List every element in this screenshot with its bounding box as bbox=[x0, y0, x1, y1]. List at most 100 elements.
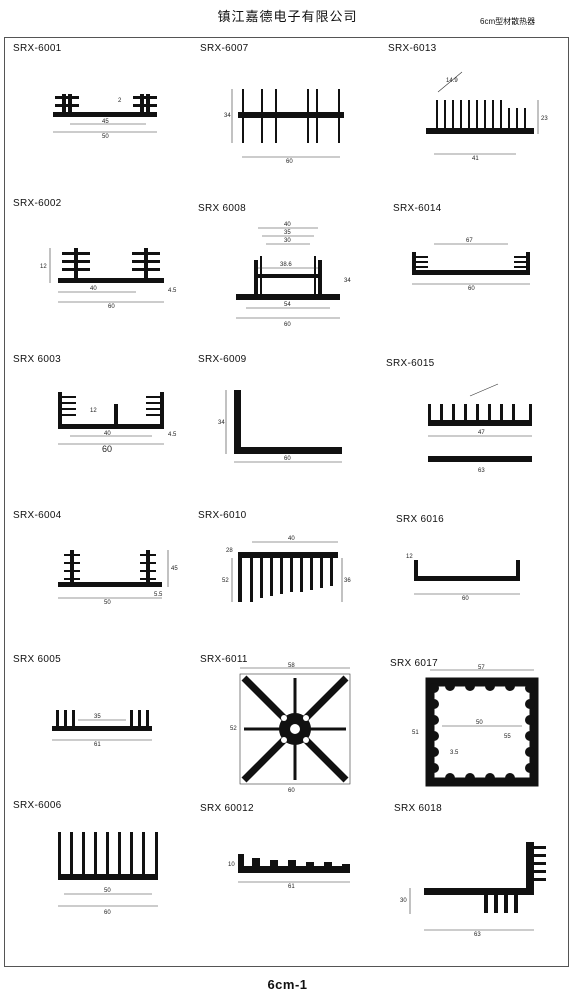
part-label-6016: SRX 6016 bbox=[396, 514, 444, 525]
dim-width: 61 bbox=[288, 884, 295, 890]
dim-fin-pitch: 14.9 bbox=[446, 78, 458, 84]
part-label-6014: SRX-6014 bbox=[393, 203, 442, 214]
part-label-6006: SRX-6006 bbox=[13, 800, 62, 811]
dim-height: 34 bbox=[344, 278, 351, 284]
dim-width: 40 bbox=[288, 536, 295, 542]
dim-outer: 57 bbox=[478, 665, 485, 671]
drawing-srx-6008: 40 35 30 38.6 54 60 34 bbox=[236, 222, 351, 328]
fin-group-right bbox=[146, 396, 160, 416]
dim-width: 60 bbox=[468, 286, 475, 292]
dim-top-40: 40 bbox=[284, 222, 291, 228]
dim-base: 4.5 bbox=[168, 288, 177, 294]
outer-bumps bbox=[429, 681, 535, 783]
fin-group-right bbox=[133, 94, 157, 112]
drawing-srx-6016: 60 12 bbox=[406, 554, 520, 602]
dim-width: 60 bbox=[102, 444, 112, 454]
fin-array bbox=[56, 710, 149, 726]
fin-group-left bbox=[62, 396, 76, 416]
dim-inner: 40 bbox=[90, 286, 97, 292]
dim-side: 51 bbox=[412, 730, 419, 736]
dim-inner: 40 bbox=[104, 431, 111, 437]
fin-group-right bbox=[132, 248, 160, 278]
drawing-srx-6009: 60 34 bbox=[218, 390, 342, 463]
drawing-srx-6006: 50 60 bbox=[58, 832, 158, 916]
dim-thickness: 2 bbox=[118, 98, 122, 104]
dim-width: 60 bbox=[108, 304, 115, 310]
stepped-fins bbox=[252, 858, 350, 866]
catalog-frame bbox=[4, 37, 569, 967]
dim-inner-alt: 55 bbox=[504, 734, 511, 740]
dim-height: 23 bbox=[541, 116, 548, 122]
part-label-6004: SRX-6004 bbox=[13, 510, 62, 521]
part-label-6002: SRX-6002 bbox=[13, 198, 62, 209]
part-label-6005: SRX 6005 bbox=[13, 654, 61, 665]
dim-height: 30 bbox=[400, 898, 407, 904]
drawing-srx-6017: 57 50 55 51 3.5 bbox=[412, 665, 539, 787]
dim-height: 12 bbox=[406, 554, 413, 560]
dim-width: 50 bbox=[104, 600, 111, 606]
fin-group-left bbox=[55, 94, 79, 112]
fin-group-left bbox=[416, 256, 428, 268]
part-label-60012: SRX 60012 bbox=[200, 803, 254, 814]
dim-width-inner: 45 bbox=[102, 119, 109, 125]
dim-height-right: 36 bbox=[344, 578, 351, 584]
fin-array bbox=[428, 404, 532, 420]
drawing-srx-60012: 61 10 bbox=[228, 854, 350, 890]
fin-array bbox=[250, 558, 333, 602]
dim-width-total: 50 bbox=[102, 134, 109, 140]
drawing-srx-6005: 35 61 bbox=[52, 710, 152, 748]
drawing-srx-6018: 63 30 bbox=[400, 842, 546, 938]
fin-group-left bbox=[62, 248, 90, 278]
part-label-6011: SRX-6011 bbox=[200, 654, 248, 665]
base-plate bbox=[428, 456, 532, 462]
dim-top: 28 bbox=[226, 548, 233, 554]
drawing-srx-6010: 40 52 36 28 bbox=[222, 536, 351, 602]
part-label-6017: SRX 6017 bbox=[390, 658, 438, 669]
dim-top: 67 bbox=[466, 238, 473, 244]
page-footer-label: 6cm-1 bbox=[267, 977, 308, 992]
side-fins bbox=[534, 846, 546, 881]
dim-base: 5.5 bbox=[154, 592, 163, 598]
dim-top: 58 bbox=[288, 663, 295, 669]
fin-group-right bbox=[514, 256, 526, 268]
dim-width: 63 bbox=[474, 932, 481, 938]
dim-inner: 35 bbox=[94, 714, 101, 720]
part-label-6001: SRX-6001 bbox=[13, 43, 62, 54]
dim-width: 61 bbox=[94, 742, 101, 748]
dim-width: 60 bbox=[104, 910, 111, 916]
dim-base-inner: 54 bbox=[284, 302, 291, 308]
dim-plate: 63 bbox=[478, 468, 485, 474]
part-label-6007: SRX-6007 bbox=[200, 43, 249, 54]
fin-array bbox=[436, 100, 526, 128]
dim-bottom: 60 bbox=[288, 788, 295, 794]
drawing-srx-6014: 67 60 bbox=[412, 238, 530, 292]
drawing-srx-6004: 50 45 5.5 bbox=[58, 550, 178, 606]
drawing-srx-6011: 58 52 60 bbox=[230, 663, 351, 794]
dim-width: 60 bbox=[462, 596, 469, 602]
dim-height-left: 52 bbox=[222, 578, 229, 584]
dim-inner: 38.6 bbox=[280, 262, 292, 268]
part-label-6015: SRX-6015 bbox=[386, 358, 435, 369]
dim-base-total: 60 bbox=[284, 322, 291, 328]
bottom-fins bbox=[484, 895, 518, 913]
dim-base: 4.5 bbox=[168, 432, 177, 438]
part-label-6009: SRX-6009 bbox=[198, 354, 247, 365]
dim-wall: 3.5 bbox=[450, 750, 459, 756]
drawing-srx-6007: 60 34 bbox=[224, 89, 344, 165]
drawing-srx-6015: 47 63 bbox=[428, 383, 532, 474]
company-title: 镇江嘉德电子有限公司 bbox=[217, 10, 358, 25]
dim-height: 45 bbox=[171, 566, 178, 572]
dim-height: 34 bbox=[218, 420, 225, 426]
dim-width: 60 bbox=[284, 456, 291, 462]
dim-height: 34 bbox=[224, 113, 231, 119]
dim-top-30: 30 bbox=[284, 238, 291, 244]
dim-width: 41 bbox=[472, 156, 479, 162]
dim-height: 12 bbox=[40, 264, 47, 270]
drawing-srx-6002: 40 60 12 4.5 bbox=[40, 248, 177, 310]
dim-height: 12 bbox=[90, 408, 97, 414]
drawing-srx-6013: 14.9 41 23 bbox=[426, 71, 548, 162]
dim-width: 47 bbox=[478, 430, 485, 436]
dim-side: 52 bbox=[230, 726, 237, 732]
fin-group-left bbox=[64, 554, 80, 580]
fin-group-right bbox=[140, 554, 156, 580]
